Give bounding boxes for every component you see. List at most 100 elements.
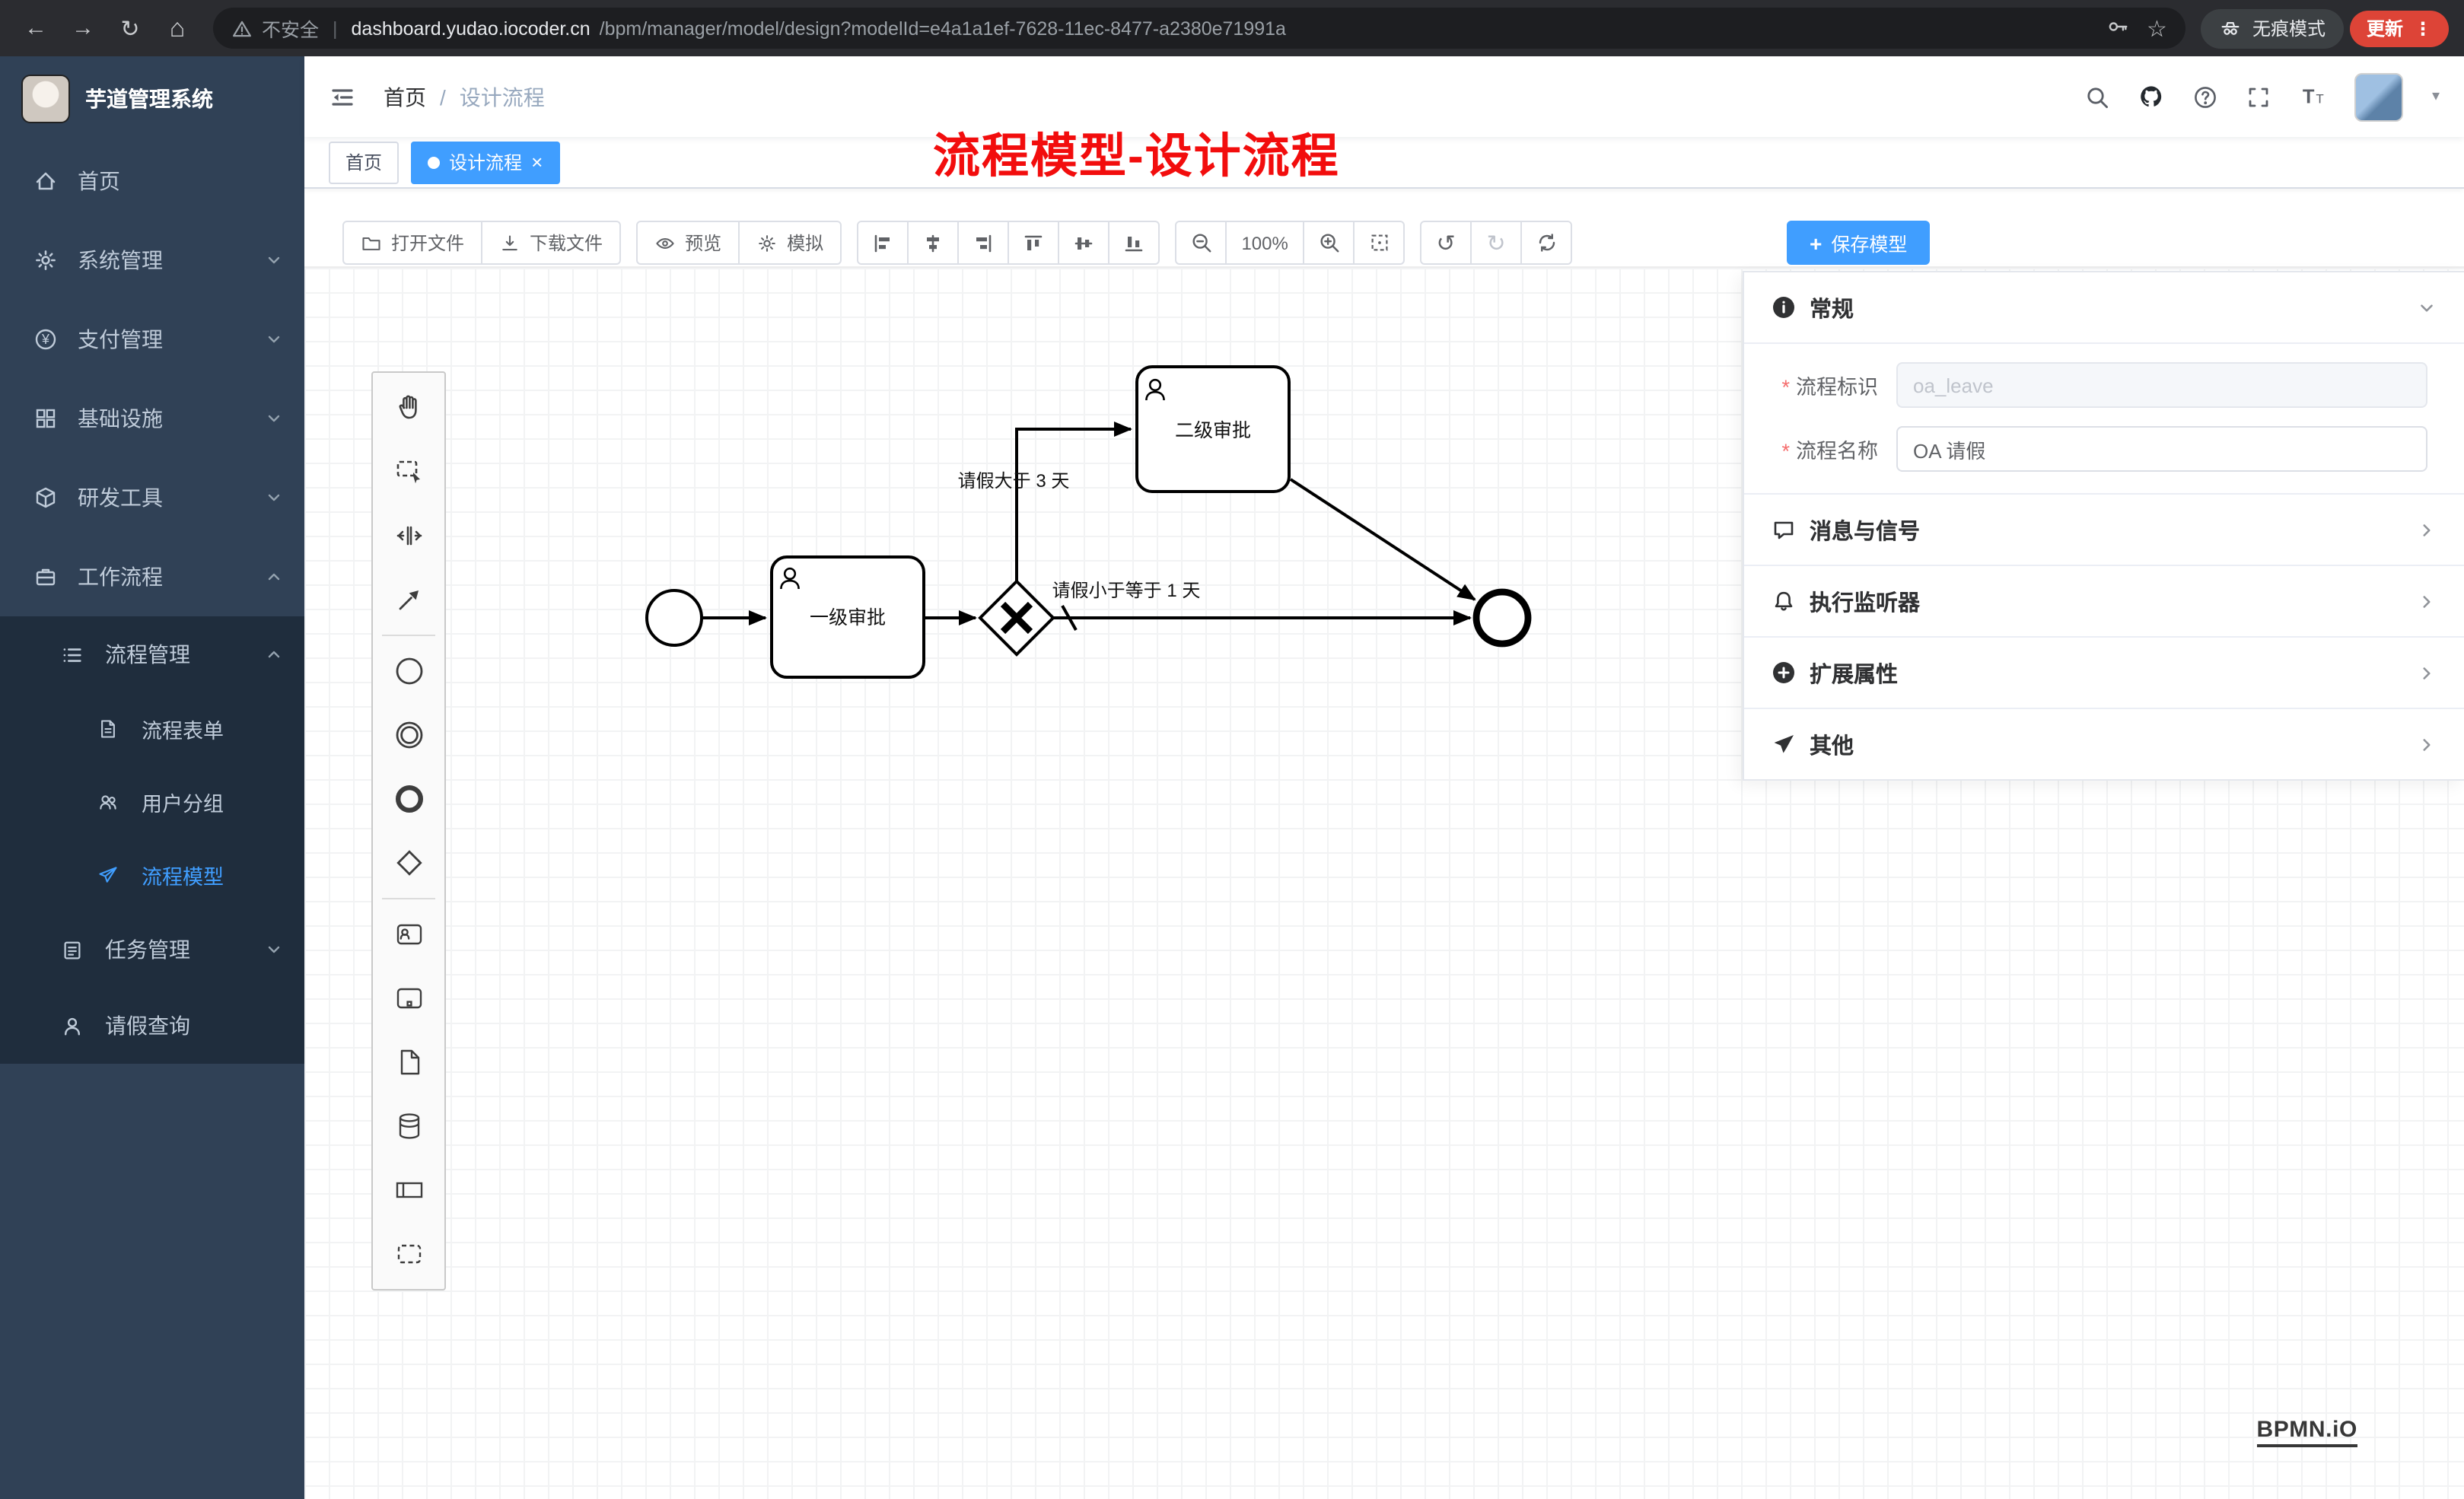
palette-create-data-store[interactable] <box>373 1094 444 1158</box>
align-top-button[interactable] <box>1008 221 1060 265</box>
palette-create-end-event[interactable] <box>373 767 444 831</box>
end-event-node[interactable] <box>1472 588 1532 648</box>
bpmn-canvas[interactable]: 一级审批 <box>304 266 2464 1499</box>
security-label: 不安全 <box>262 20 320 41</box>
task2-node[interactable]: 二级审批 <box>1135 365 1291 493</box>
palette-create-intermediate-event[interactable] <box>373 703 444 767</box>
tags-view-bar: 首页 设计流程 <box>304 137 2464 189</box>
process-name-input[interactable] <box>1896 426 2427 472</box>
sidebar-item-payment-mgmt[interactable]: ¥ 支付管理 <box>0 300 304 379</box>
panel-section-listeners[interactable]: 执行监听器 <box>1744 565 2464 636</box>
chevron-down-icon <box>265 489 283 507</box>
download-file-button[interactable]: 下载文件 <box>481 221 622 265</box>
palette-create-participant[interactable] <box>373 1158 444 1222</box>
browser-update-button[interactable]: 更新 <box>2349 10 2449 46</box>
sidebar-collapse-icon[interactable] <box>329 83 356 110</box>
panel-section-general[interactable]: 常规 <box>1744 272 2464 344</box>
sidebar-item-process-mgmt[interactable]: 流程管理 <box>0 616 304 692</box>
panel-section-messages[interactable]: 消息与信号 <box>1744 493 2464 565</box>
tab-home[interactable]: 首页 <box>329 141 400 183</box>
app-logo[interactable]: 芋道管理系统 <box>0 56 304 142</box>
preview-button[interactable]: 预览 <box>636 221 740 265</box>
palette-create-data-object[interactable] <box>373 1030 444 1094</box>
task2-label: 二级审批 <box>1175 420 1251 441</box>
palette-separator <box>382 898 435 899</box>
align-left-button[interactable] <box>857 221 909 265</box>
bpmn-diagram[interactable]: 一级审批 <box>304 268 2464 1499</box>
search-icon[interactable] <box>2085 84 2109 109</box>
palette-create-user-task[interactable] <box>373 902 444 966</box>
home-icon <box>33 169 59 193</box>
workflow-submenu: 流程管理 流程表单 用户分组 流程模型 任务管理 <box>0 616 304 1064</box>
sidebar-item-system-mgmt[interactable]: 系统管理 <box>0 221 304 300</box>
help-icon[interactable] <box>2193 84 2217 109</box>
flow-task2-to-end[interactable] <box>1289 478 1476 601</box>
url-path: /bpm/manager/model/design?modelId=e4a1a1… <box>599 18 1286 39</box>
zoom-reset-button[interactable] <box>1353 221 1405 265</box>
palette-lasso-tool[interactable] <box>373 440 444 504</box>
sidebar-item-process-model[interactable]: 流程模型 <box>0 839 304 912</box>
palette-create-gateway[interactable] <box>373 831 444 895</box>
sidebar-item-workflow[interactable]: 工作流程 <box>0 537 304 616</box>
browser-menu-icon[interactable] <box>2414 18 2432 39</box>
url-separator <box>328 18 342 39</box>
fullscreen-icon[interactable] <box>2246 84 2271 109</box>
open-file-button[interactable]: 打开文件 <box>342 221 483 265</box>
align-center-button[interactable] <box>907 221 960 265</box>
align-bottom-button[interactable] <box>1108 221 1160 265</box>
avatar-caret-icon[interactable] <box>2432 88 2440 105</box>
github-icon[interactable] <box>2138 84 2164 110</box>
palette-create-start-event[interactable] <box>373 639 444 703</box>
undo-button[interactable] <box>1420 221 1472 265</box>
tab-close-icon[interactable] <box>531 152 543 172</box>
user-avatar[interactable] <box>2354 72 2403 121</box>
breadcrumb-separator <box>440 84 446 109</box>
sidebar-item-user-groups[interactable]: 用户分组 <box>0 765 304 839</box>
refresh-button[interactable] <box>1520 221 1573 265</box>
zoom-in-button[interactable] <box>1303 221 1355 265</box>
gear-icon <box>33 248 59 272</box>
breadcrumb-home[interactable]: 首页 <box>384 84 426 109</box>
palette-separator <box>382 635 435 636</box>
browser-reload-button[interactable] <box>110 8 151 49</box>
sidebar-item-leave-query[interactable]: 请假查询 <box>0 988 304 1064</box>
sidebar-item-task-mgmt[interactable]: 任务管理 <box>0 912 304 988</box>
browser-forward-button[interactable] <box>62 8 103 49</box>
palette-space-tool[interactable] <box>373 504 444 568</box>
panel-section-extensions[interactable]: 扩展属性 <box>1744 636 2464 708</box>
palette-hand-tool[interactable] <box>373 376 444 440</box>
redo-button[interactable] <box>1470 221 1523 265</box>
tab-design-process[interactable]: 设计流程 <box>411 141 560 183</box>
bpmn-io-watermark[interactable]: BPMN.iO <box>2256 1417 2357 1447</box>
palette-create-group[interactable] <box>373 1222 444 1286</box>
palette-global-connect-tool[interactable] <box>373 568 444 632</box>
align-right-button[interactable] <box>957 221 1010 265</box>
chevron-down-icon <box>265 251 283 269</box>
browser-back-button[interactable] <box>15 8 56 49</box>
users-icon <box>97 791 123 813</box>
exclusive-gateway-node[interactable] <box>978 579 1055 657</box>
save-model-button[interactable]: 保存模型 <box>1787 221 1931 265</box>
start-event-node[interactable] <box>645 589 703 647</box>
panel-section-other[interactable]: 其他 <box>1744 708 2464 779</box>
zoom-out-button[interactable] <box>1175 221 1227 265</box>
bookmark-star-icon[interactable] <box>2147 14 2167 42</box>
simulate-button[interactable]: 模拟 <box>738 221 842 265</box>
sidebar-item-home[interactable]: 首页 <box>0 142 304 221</box>
password-key-icon[interactable] <box>2106 14 2128 42</box>
sidebar-item-infrastructure[interactable]: 基础设施 <box>0 379 304 458</box>
sequence-flows[interactable] <box>702 422 1476 631</box>
task1-node[interactable]: 一级审批 <box>770 555 925 679</box>
sidebar-item-process-form[interactable]: 流程表单 <box>0 692 304 765</box>
zoom-level: 100% <box>1225 221 1305 265</box>
palette-create-task[interactable] <box>373 966 444 1030</box>
address-bar[interactable]: 不安全 dashboard.yudao.iocoder.cn /bpm/mana… <box>213 8 2185 49</box>
align-middle-button[interactable] <box>1058 221 1110 265</box>
browser-home-button[interactable] <box>157 8 198 49</box>
gateway-x-marker <box>1000 601 1033 635</box>
flow-gateway-to-task2[interactable] <box>1015 422 1132 581</box>
general-form: 流程标识 流程名称 <box>1744 344 2464 493</box>
sidebar-item-dev-tools[interactable]: 研发工具 <box>0 458 304 537</box>
